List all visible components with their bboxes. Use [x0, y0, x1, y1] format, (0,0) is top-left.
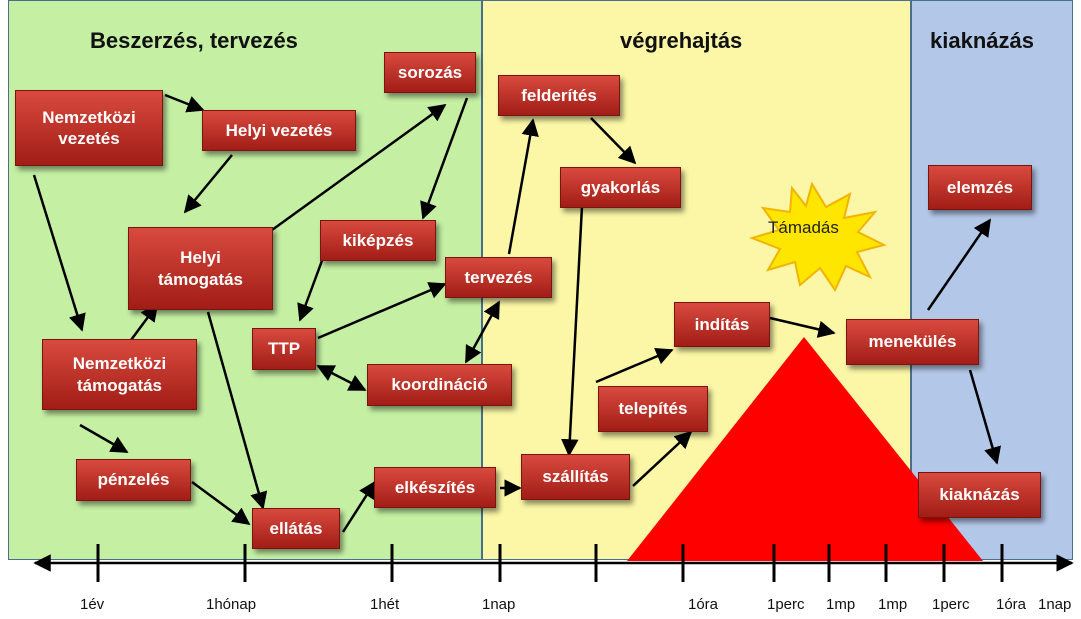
box-elkeszites: elkészítés	[374, 467, 496, 508]
box-helyi-tamogatas: Helyi támogatás	[128, 227, 273, 310]
attack-triangle	[627, 337, 983, 561]
attack-label: Támadás	[768, 218, 839, 237]
box-nemzetkozi-vezetes: Nemzetközi vezetés	[15, 90, 163, 166]
box-ttp: TTP	[252, 328, 316, 370]
tick-label: 1hónap	[206, 596, 257, 613]
tick-label: 1mp	[878, 596, 908, 613]
tick-label: 1óra	[688, 596, 719, 613]
phase-title-exploitation: kiaknázás	[930, 28, 1034, 53]
tick-label: 1óra	[996, 596, 1027, 613]
box-inditas: indítás	[674, 302, 770, 347]
box-ellatas: ellátás	[252, 508, 340, 549]
box-menekules: menekülés	[846, 319, 979, 365]
tick-label: 1nap	[1038, 596, 1072, 613]
box-koordinacio: koordináció	[367, 364, 512, 406]
box-felderites: felderítés	[498, 75, 620, 116]
flow-arrows	[32, 93, 1002, 533]
tick-label: 1perc	[932, 596, 970, 613]
timeline-tick-marks	[96, 544, 1004, 582]
tick-label: 1mp	[826, 596, 856, 613]
box-tervezes: tervezés	[445, 257, 552, 298]
box-telepites: telepítés	[598, 386, 708, 432]
box-nemzetkozi-tamogatas: Nemzetközi támogatás	[42, 339, 197, 410]
box-szallitas: szállítás	[521, 454, 630, 500]
tick-label: 1év	[80, 596, 105, 613]
tick-label: 1nap	[482, 596, 516, 613]
box-gyakorlas: gyakorlás	[560, 167, 681, 208]
attack-burst-icon	[748, 181, 887, 293]
box-kikepzes: kiképzés	[320, 220, 436, 261]
box-helyi-vezetes: Helyi vezetés	[202, 110, 356, 151]
box-elemzes: elemzés	[928, 165, 1032, 210]
phase-title-execution: végrehajtás	[620, 28, 743, 53]
phase-title-planning: Beszerzés, tervezés	[90, 28, 298, 53]
box-sorozas: sorozás	[384, 52, 476, 93]
tick-label: 1hét	[370, 596, 400, 613]
box-kiaknazas: kiaknázás	[918, 472, 1041, 518]
tick-label: 1perc	[767, 596, 805, 613]
box-penzeles: pénzelés	[76, 459, 191, 501]
